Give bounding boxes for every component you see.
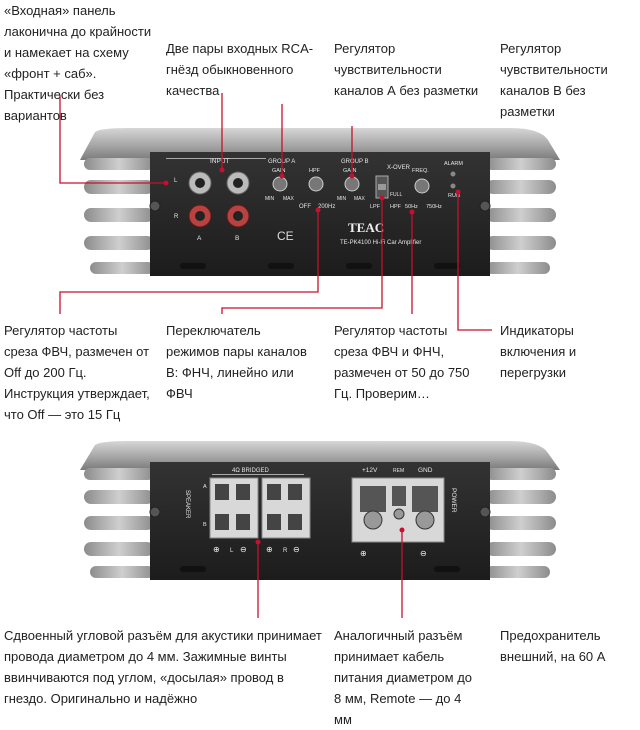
callout-power-terminal: Аналогичный разъём принимает кабель пита… [334, 628, 473, 727]
speaker-terminal-block [209, 477, 311, 539]
run-led-icon [450, 183, 456, 189]
xover-label: X-OVER [387, 165, 411, 171]
callout-freq-b: Регулятор частоты среза ФВЧ и ФНЧ, разме… [334, 323, 470, 401]
freq-label: FREQ. [412, 168, 429, 174]
input-r-label: R [174, 214, 179, 220]
input-l-label: L [174, 178, 178, 184]
plus12-label: +12V [362, 467, 378, 474]
freq-b-knob[interactable] [414, 178, 430, 194]
callout-input-panel: «Входная» панель лаконична до крайности … [4, 3, 152, 123]
input-a-label: A [197, 235, 202, 242]
brand-logo: TEAC [348, 220, 384, 235]
rear-fins-right [486, 468, 556, 578]
xover-lpf: LPF [370, 204, 381, 210]
hpf-a-label: HPF [309, 168, 321, 174]
power-plus-icon: ⊕ [360, 549, 367, 558]
gnd-label: GND [418, 467, 433, 474]
power-terminal-block [351, 477, 445, 543]
ce-mark-icon: CE [277, 229, 294, 243]
freq-50: 50Hz [405, 204, 418, 210]
input-b-label: B [235, 235, 239, 242]
group-b-label: GROUP B [341, 159, 369, 165]
speaker-r-label: R [283, 548, 288, 554]
leader-lines [59, 93, 492, 618]
hpf-a-off: OFF [299, 204, 311, 210]
right-plus-icon: ⊕ [266, 545, 273, 554]
hpf-a-200: 200Hz [318, 204, 335, 210]
gain-a-max: MAX [283, 196, 295, 202]
gain-a-label: GAIN [272, 168, 285, 174]
freq-750: 750Hz [426, 204, 442, 210]
speaker-label: SPEAKER [184, 490, 190, 519]
left-plus-icon: ⊕ [213, 545, 220, 554]
gain-b-min: MIN [337, 196, 347, 202]
callout-leds: Индикаторы включения и перегрузки [500, 323, 577, 380]
hpf-a-knob[interactable] [308, 176, 324, 192]
alarm-led-icon [450, 171, 456, 177]
xover-full: FULL [390, 192, 402, 198]
callout-gain-a: Регулятор чувствительности каналов А без… [334, 41, 479, 98]
bridged-label: 4Ω BRIDGED [232, 468, 269, 474]
gain-b-max: MAX [354, 196, 366, 202]
rem-label: REM [393, 468, 404, 474]
front-amplifier: INPUT L R A B GROUP A GAIN HPF MIN MAX O… [80, 128, 560, 276]
rca-jacks [188, 171, 250, 228]
callout-speaker-terminal: Сдвоенный угловой разъём для акустики пр… [4, 628, 322, 706]
callout-gain-b: Регулятор чувствительности каналов В без… [500, 41, 608, 119]
input-label: INPUT [210, 158, 230, 165]
right-minus-icon: ⊖ [293, 545, 300, 554]
speaker-b-label: B [203, 522, 207, 528]
power-label: POWER [450, 488, 457, 513]
heatsink-fins-right [486, 158, 556, 274]
model-label: TE-PK4100 Hi-Fi Car Amplifier [340, 240, 421, 246]
left-minus-icon: ⊖ [240, 545, 247, 554]
callout-hpf-a: Регулятор частоты среза ФВЧ, размечен от… [4, 323, 150, 422]
callout-fuse: Предохранитель внешний, на 60 А [500, 628, 606, 664]
gain-a-knob[interactable] [272, 176, 288, 192]
gain-b-knob[interactable] [344, 176, 360, 192]
xover-hpf: HPF [390, 204, 402, 210]
alarm-label: ALARM [444, 161, 463, 167]
run-label: RUN [448, 193, 460, 199]
power-minus-icon: ⊖ [420, 549, 427, 558]
gain-a-min: MIN [265, 196, 275, 202]
callout-rca-pairs: Две пары входных RCA-гнёзд обыкновенного… [166, 41, 314, 98]
rear-fins-left [84, 468, 154, 578]
rear-amplifier: 4Ω BRIDGED SPEAKER A B ⊕ L ⊖ ⊕ R ⊖ +12V … [80, 441, 560, 580]
callout-xover-switch: Переключатель режимов пары каналов В: ФН… [166, 323, 307, 401]
gain-b-label: GAIN [343, 168, 356, 174]
speaker-l-label: L [230, 548, 234, 554]
speaker-a-label: A [203, 484, 207, 490]
heatsink-fins-left [84, 158, 154, 274]
